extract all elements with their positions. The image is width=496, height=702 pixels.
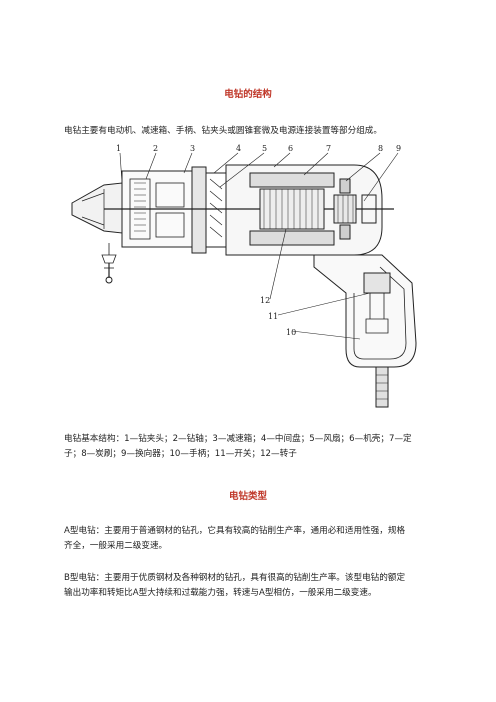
section-title: 电钻类型 <box>228 491 267 502</box>
page-title: 电钻的结构 <box>224 89 272 100</box>
type-a-line-1: A型电钻：主要用于普通钢材的钻孔，它具有较高的钻削生产率，通用必和适用性强，规格 <box>64 526 406 536</box>
type-a-line-2: 齐全，一般采用二级变速。 <box>64 541 168 551</box>
callout-7: 7 <box>326 144 331 153</box>
callout-1: 1 <box>116 144 121 153</box>
type-b-line-2: 输出功率和转矩比A型大持续和过载能力强，转速与A型相仿，一般采用二级变速。 <box>64 588 377 598</box>
type-b-line-1: B型电钻：主要用于优质钢材及各种钢材的钻孔，具有很高的钻削生产率。该型电钻的额定 <box>64 573 406 583</box>
callout-2: 2 <box>153 144 158 153</box>
callout-11: 11 <box>268 312 278 321</box>
figure-caption-line-1: 电钻基本结构：1—钻夹头；2—钻轴；3—减速箱；4—中间盘；5—风扇；6—机壳；… <box>64 434 412 444</box>
callout-10: 10 <box>286 328 296 337</box>
callout-3: 3 <box>190 144 195 153</box>
callout-6: 6 <box>288 144 293 153</box>
drill-structure-diagram: 1 2 3 4 5 6 7 8 9 10 11 12 <box>64 143 424 421</box>
intro-paragraph: 电钻主要有电动机、减速箱、手柄、钻夹头或圆锥套微及电源连接装置等部分组成。 <box>64 126 382 136</box>
callout-4: 4 <box>236 144 241 153</box>
callout-12: 12 <box>260 296 270 305</box>
callout-8: 8 <box>378 144 383 153</box>
figure-caption-line-2: 子；8—炭刷；9—换向器；10—手柄；11—开关；12—转子 <box>64 449 297 459</box>
callout-9: 9 <box>396 144 401 153</box>
callout-5: 5 <box>262 144 267 153</box>
